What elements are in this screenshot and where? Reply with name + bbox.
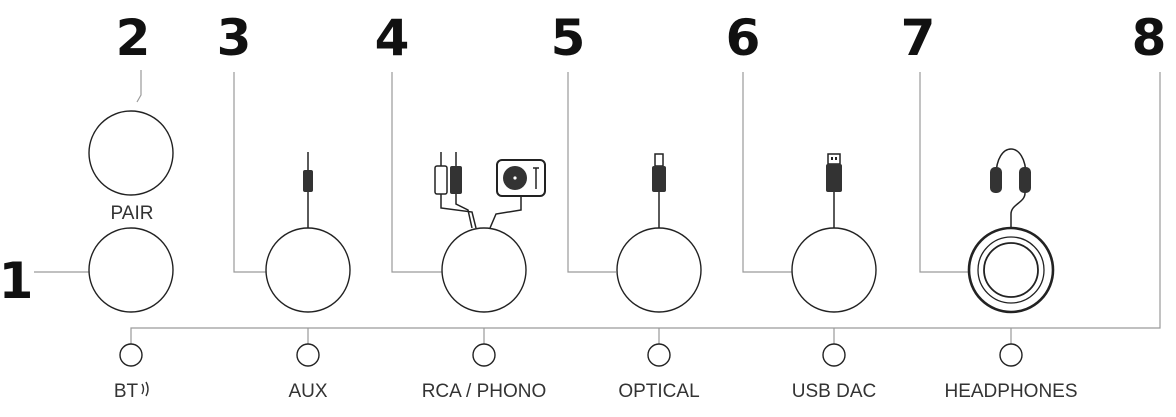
bt-source-button[interactable] (88, 227, 174, 313)
indicator-label-usb-dac: USB DAC (792, 381, 876, 402)
indicator-led-headphones (999, 343, 1023, 367)
indicator-led-rca-phono (472, 343, 496, 367)
turntable-icon (489, 159, 546, 229)
indicator-label-rca-phono: RCA / PHONO (422, 381, 547, 402)
callout-7: 7 (901, 9, 936, 67)
pair-button[interactable] (88, 110, 174, 196)
headphone-jack-socket (983, 242, 1039, 298)
callout-8: 8 (1132, 9, 1167, 67)
callout-5: 5 (551, 9, 586, 67)
indicator-led-usb-dac (822, 343, 846, 367)
indicator-label-bt: BT (114, 381, 139, 402)
callout-4: 4 (375, 9, 410, 67)
rca-plugs-icon (434, 152, 477, 229)
indicator-led-aux (296, 343, 320, 367)
indicator-label-aux: AUX (288, 381, 327, 402)
rca-phono-source-button[interactable] (441, 227, 527, 313)
callout-6: 6 (726, 9, 761, 67)
pair-label: PAIR (111, 203, 154, 224)
callout-2: 2 (116, 9, 151, 67)
leader-lines (34, 70, 1161, 344)
callout-3: 3 (217, 9, 252, 67)
indicator-label-optical: OPTICAL (618, 381, 699, 402)
aux-source-button[interactable] (265, 227, 351, 313)
usb-plug-icon (826, 153, 842, 228)
aux-plug-icon (303, 152, 313, 228)
usb-dac-source-button[interactable] (791, 227, 877, 313)
indicator-led-optical (647, 343, 671, 367)
headphones-icon (990, 148, 1031, 228)
indicator-label-headphones: HEADPHONES (944, 381, 1077, 402)
optical-plug-icon (652, 153, 666, 228)
optical-source-button[interactable] (616, 227, 702, 313)
callout-1: 1 (0, 252, 33, 310)
bluetooth-wave-icon (141, 381, 149, 397)
indicator-led-bt (119, 343, 143, 367)
